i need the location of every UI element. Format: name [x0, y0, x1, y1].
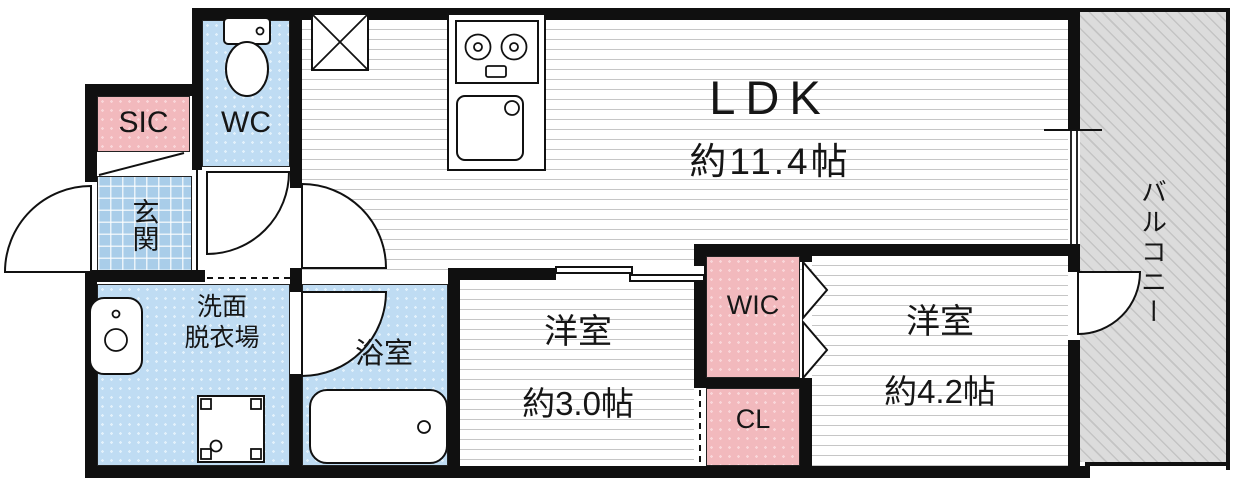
bathtub-icon [309, 389, 448, 464]
wall-segment [192, 8, 1080, 20]
balcony-wall [1085, 462, 1230, 466]
sliding-door-panel [629, 274, 705, 282]
shaft-cross-line [311, 13, 369, 71]
washer-pan-corner [250, 448, 262, 460]
wall-segment [1068, 340, 1080, 478]
cl-label: CL [735, 404, 771, 434]
wall-segment [192, 8, 202, 170]
wic-label: WIC [726, 290, 780, 320]
window-underlay [1068, 130, 1080, 244]
western-4-name: 洋室 [906, 303, 974, 341]
entrance-door-arc [3, 184, 92, 273]
washbasin-faucet [111, 309, 121, 319]
balcony-label: バルコニー [1137, 178, 1168, 328]
pipe-shaft-icon [311, 13, 369, 71]
western-3-name: 洋室 [544, 313, 612, 351]
washroom-label-line1: 洗面 [196, 293, 247, 321]
wall-segment [85, 270, 207, 282]
bathroom-label: 浴室 [354, 338, 413, 370]
washer-pan-outline [197, 395, 265, 463]
washer-pan-corner [250, 398, 262, 410]
balcony-wall [1226, 8, 1230, 470]
washing-machine-pan-icon [197, 395, 265, 463]
western-4-label: 洋室 約4.2帖 [818, 294, 1062, 413]
stove-burner-icon [473, 42, 483, 52]
western-3-size: 約3.0帖 [522, 385, 634, 422]
washer-pan-corner [200, 398, 212, 410]
wall-segment [290, 374, 302, 478]
genkan-label: 玄関 [128, 198, 159, 252]
toilet-icon [223, 17, 271, 97]
wall-segment [85, 84, 202, 96]
room-washroom [97, 284, 290, 466]
wall-segment [800, 378, 812, 466]
stove-burner-icon [500, 33, 528, 61]
wall-segment [1068, 8, 1080, 130]
room-ldk [302, 20, 1068, 270]
wic-folding-door-icon [802, 259, 829, 321]
room-cl [706, 388, 800, 466]
room-western-3 [460, 280, 694, 466]
wall-segment [290, 268, 302, 292]
washbasin-icon [89, 297, 143, 375]
wall-segment [448, 268, 460, 478]
ldk-door-arc [301, 182, 388, 269]
room-sic [97, 96, 190, 152]
bathtub-drain [417, 420, 431, 434]
wall-segment [694, 244, 1080, 256]
ldk-size: 約11.4帖 [689, 141, 851, 182]
room-genkan [97, 176, 192, 272]
washer-pan-drain [209, 439, 223, 453]
room-balcony [1080, 12, 1226, 462]
kitchen-counter [447, 13, 546, 171]
wc-door-arc [206, 171, 291, 256]
washbasin-body [89, 297, 143, 375]
wall-segment [448, 268, 560, 280]
kitchen-sink-icon [456, 95, 524, 161]
wall-segment [85, 84, 97, 182]
ldk-name: LDK [709, 71, 831, 124]
washroom-door-underlay [205, 270, 290, 284]
gas-stove-icon [455, 20, 539, 84]
toilet-flush-button [255, 26, 265, 36]
bathtub-outline [309, 389, 448, 464]
room-wic [706, 256, 800, 378]
ldk-label: LDK 約11.4帖 [610, 70, 930, 185]
wall-segment [1068, 244, 1080, 272]
sliding-door-panel [555, 266, 633, 274]
wall-segment [290, 8, 302, 188]
washroom-label: 洗面 脱衣場 [152, 292, 292, 355]
washer-pan-corner [200, 448, 212, 460]
western-4-size: 約4.2帖 [884, 373, 996, 410]
wall-segment [85, 466, 1090, 478]
wic-folding-door-icon [802, 319, 829, 381]
faucet-icon [504, 100, 520, 116]
western-3-label: 洋室 約3.0帖 [468, 304, 688, 425]
washbasin-bowl [104, 328, 128, 352]
room-western-4 [812, 256, 1068, 466]
washroom-label-line2: 脱衣場 [184, 324, 260, 353]
stove-burner-icon [509, 42, 519, 52]
toilet-bowl [225, 41, 269, 97]
stove-grill-icon [485, 65, 507, 78]
balcony-wall [1080, 8, 1230, 12]
sic-label: SIC [118, 106, 169, 139]
bathroom-door-arc [301, 291, 388, 378]
sic-door-leaf [98, 152, 185, 176]
wc-label: WC [221, 106, 271, 139]
wall-segment [800, 244, 812, 262]
balcony-door-arc [1077, 271, 1142, 336]
wall-segment [706, 378, 800, 388]
stove-burner-icon [464, 33, 492, 61]
